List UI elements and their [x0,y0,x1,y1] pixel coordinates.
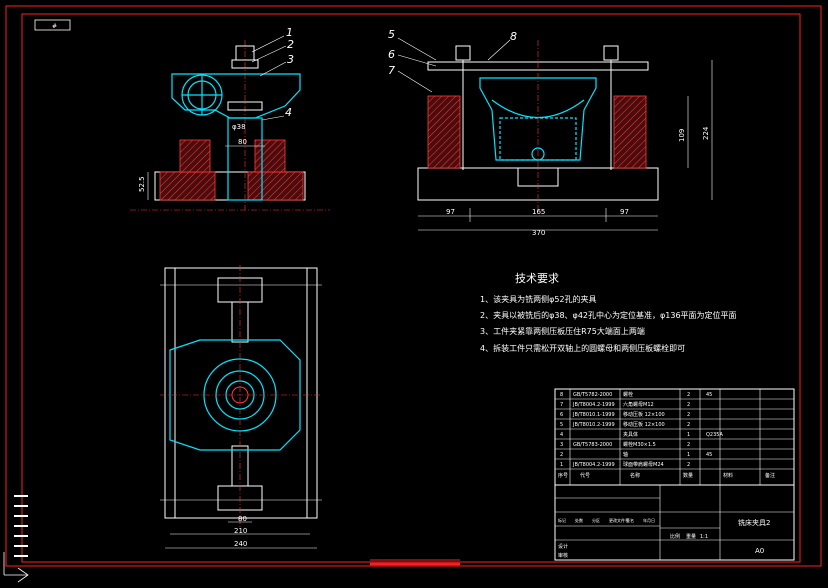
bom-row-name: 移动压板 12×100 [623,421,665,428]
title-weight-label: 重量 [686,533,696,540]
front-bore-dim: φ38 [232,123,246,131]
side-wleft-dim: 97 [446,208,455,216]
bom-row-mat: 45 [706,392,712,398]
bom-header-code: 代号 [580,472,590,479]
side-leader-6: 6 [388,48,395,61]
side-wmid-dim: 165 [532,208,545,216]
top-total-width-dim: 240 [234,540,247,548]
bom-row-code: GB/T5782-2000 [573,392,612,398]
front-base-hatch-left [159,171,216,201]
tech-req-item-1: 1、该夹具为铣两侧φ52孔的夹具 [480,294,597,304]
top-view: 80 210 240 [160,265,322,549]
bom-row-name: 六角螺母M12 [623,401,654,408]
bom-row-no: 4 [560,432,563,438]
frame-tag-label: # [52,23,57,30]
title-sheet-size: A0 [755,547,764,555]
side-left-column-hatch [427,95,461,169]
bom-header-mat: 材料 [723,472,733,479]
title-cell-label: 更改文件号 [609,517,629,523]
side-wtotal-dim: 370 [532,229,545,237]
bom-row-qty: 2 [687,442,690,448]
bom-row-qty: 2 [687,462,690,468]
side-h2-dim: 224 [702,126,710,140]
side-leader-7: 7 [388,64,395,77]
title-cell-label: 处数 [575,517,583,523]
title-cell-label: 标记 [558,517,566,523]
tech-requirements: 技术要求 1、该夹具为铣两侧φ52孔的夹具 2、夹具以被铣后的φ38、φ42孔中… [480,272,737,353]
bom-row-code: JB/T8010.1-1999 [572,412,615,418]
front-height-dim: 52.5 [138,176,146,192]
bom-row-qty: 2 [687,392,690,398]
title-cell-label: 年月日 [643,517,655,523]
tech-req-item-3: 3、工件夹紧靠两侧压板压住R75大端面上两端 [480,326,645,336]
bom-row-no: 1 [560,462,563,468]
bom-row-code: JB/T8010.2-1999 [572,422,615,428]
side-wright-dim: 97 [620,208,629,216]
tech-req-title: 技术要求 [515,272,559,285]
bom-row-code: JB/T8004.2-1999 [572,462,615,468]
bom-row-no: 8 [560,392,563,398]
front-width-dim: 80 [238,138,247,146]
top-inner-width-dim: 80 [238,515,247,523]
bom-header-qty: 数量 [683,472,693,479]
bom-row-qty: 1 [687,452,690,458]
bom-row-name: 球面带肩螺母M24 [623,461,664,468]
title-design-label: 设计 [558,543,568,550]
side-right-column-hatch [613,95,647,169]
bom-row-qty: 2 [687,402,690,408]
bom-row-qty: 2 [687,412,690,418]
side-leader-8: 8 [510,30,517,43]
title-scale-label: 比例 [670,533,680,540]
front-base-hatch-right [247,171,304,201]
front-leader-1: 1 [286,26,293,39]
ucs-icon [3,552,29,583]
bom-row-no: 3 [560,442,563,448]
bom-row-name: 螺栓M30×1.5 [623,441,656,448]
title-cell-label: 分区 [592,517,600,523]
side-h1-dim: 109 [678,129,686,142]
tech-req-item-4: 4、拆装工件只需松开双轴上的圆螺母和两侧压板螺栓即可 [480,343,685,353]
front-leader-3: 3 [287,53,294,66]
bom-row-no: 5 [560,422,563,428]
title-cell-label: 签名 [626,517,634,523]
bom-row-qty: 2 [687,422,690,428]
frame-tag-box [34,19,71,31]
bom-row-no: 6 [560,412,563,418]
bom-row-mat: Q235A [706,432,723,438]
bom-row-code: JB/T8004.2-1999 [572,402,615,408]
front-leader-4: 4 [285,106,292,119]
bom-header-no: 序号 [558,472,568,479]
side-leader-5: 5 [388,28,395,41]
bom-row-no: 2 [560,452,563,458]
bom-header-name: 名称 [630,472,640,479]
bom-row-name: 移动压板 12×100 [623,411,665,418]
front-view: 1 2 3 4 φ38 80 52.5 [130,26,330,211]
front-leader-2: 2 [287,38,294,51]
bom-row-name: 轴 [623,451,628,458]
title-check-label: 审核 [558,552,568,559]
tech-req-item-2: 2、夹具以被铣后的φ38、φ42孔中心为定位基准，φ136平面为定位平面 [480,310,737,320]
side-view: 5 6 7 8 109 224 97 165 97 370 [388,28,713,237]
bom-row-name: 夹具体 [623,431,638,438]
title-ratio: 1:1 [700,534,708,540]
bom-row-no: 7 [560,402,563,408]
bom-row-qty: 1 [687,432,690,438]
bom-row-code: GB/T5783-2000 [573,442,612,448]
bom-row-mat: 45 [706,452,712,458]
title-drawing-name: 铣床夹具2 [738,518,770,527]
left-ticks [14,495,28,557]
bom-row-name: 螺栓 [623,391,633,398]
bom-header-remark: 备注 [765,472,775,479]
top-mid-width-dim: 210 [234,527,247,535]
drawing-frame: # [3,5,822,583]
